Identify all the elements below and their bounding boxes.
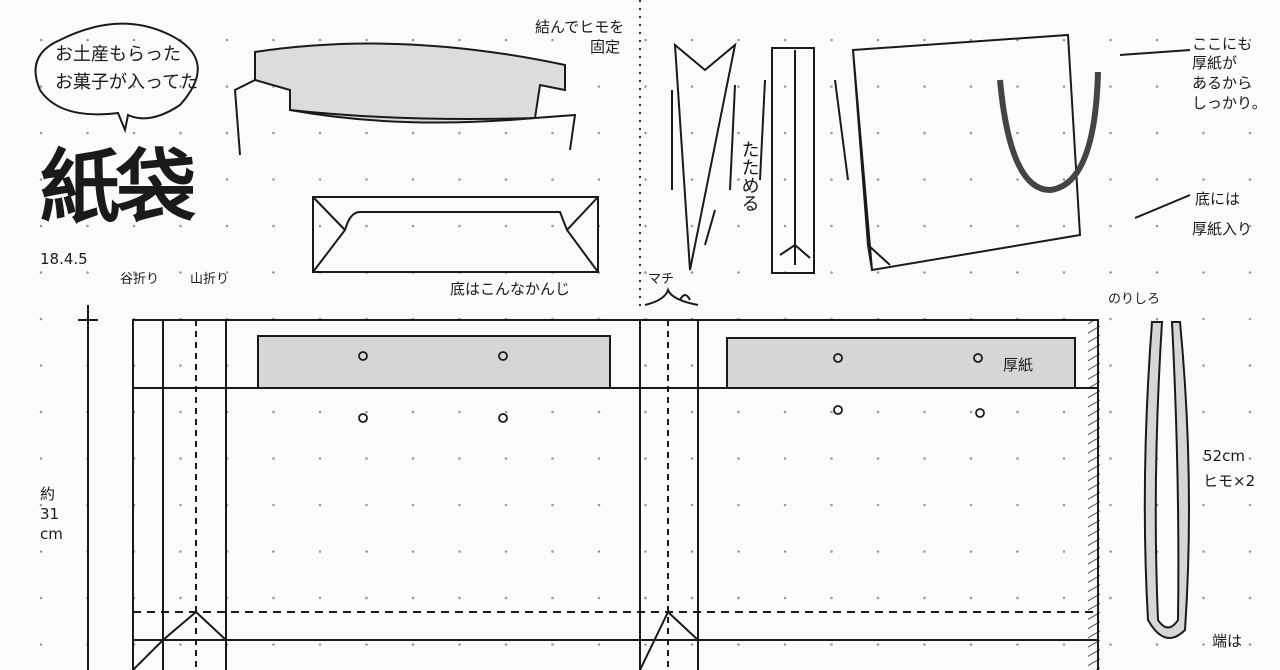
glue-margin: [1088, 320, 1100, 670]
height-label-2: 31: [40, 505, 60, 523]
note-tie-string-1: 結んでヒモを: [535, 18, 625, 36]
note-bottom-cardboard-2: 厚紙入り: [1192, 220, 1253, 238]
label-mountain-fold: 山折り: [190, 272, 230, 287]
cardboard-strip-left: [257, 335, 611, 389]
string-loop: [1143, 321, 1190, 639]
bag-open-top: [254, 42, 566, 124]
note-top-cardboard-4: しっかり。: [1192, 94, 1267, 112]
label-valley-fold: 谷折り: [120, 272, 160, 287]
bag-bottom-view: [312, 196, 599, 273]
note-string-end: 端は: [1212, 632, 1243, 650]
height-label-3: cm: [40, 525, 63, 543]
date: 18.4.5: [40, 250, 88, 268]
speech-bubble: [34, 22, 199, 134]
speech-bubble-line-2: お菓子が入ってた: [55, 72, 199, 93]
cardboard-strip-right: [726, 337, 1076, 389]
note-tie-string-2: 固定: [590, 38, 621, 56]
bag-handle: [997, 71, 1101, 194]
note-top-cardboard-3: あるから: [1192, 74, 1253, 92]
note-foldable: たためる: [738, 140, 760, 212]
string-length-1: 52cm: [1203, 447, 1245, 465]
note-top-cardboard-2: 厚紙が: [1192, 54, 1238, 72]
label-gusset: マチ: [648, 272, 675, 287]
folded-bag-side: [673, 42, 737, 271]
string-length-2: ヒモ×2: [1203, 472, 1256, 490]
height-label-1: 約: [40, 485, 56, 503]
speech-bubble-line-1: お土産もらった: [55, 44, 181, 65]
label-glue-margin: のりしろ: [1108, 292, 1161, 307]
note-top-cardboard-1: ここにも: [1192, 35, 1253, 53]
bag-3d: [851, 33, 1082, 272]
folded-bag-front: [771, 47, 815, 274]
page-title: 紙袋: [40, 141, 196, 234]
note-bottom-view: 底はこんなかんじ: [450, 280, 571, 298]
label-cardboard: 厚紙: [1003, 356, 1034, 374]
note-bottom-cardboard-1: 底には: [1195, 190, 1241, 208]
